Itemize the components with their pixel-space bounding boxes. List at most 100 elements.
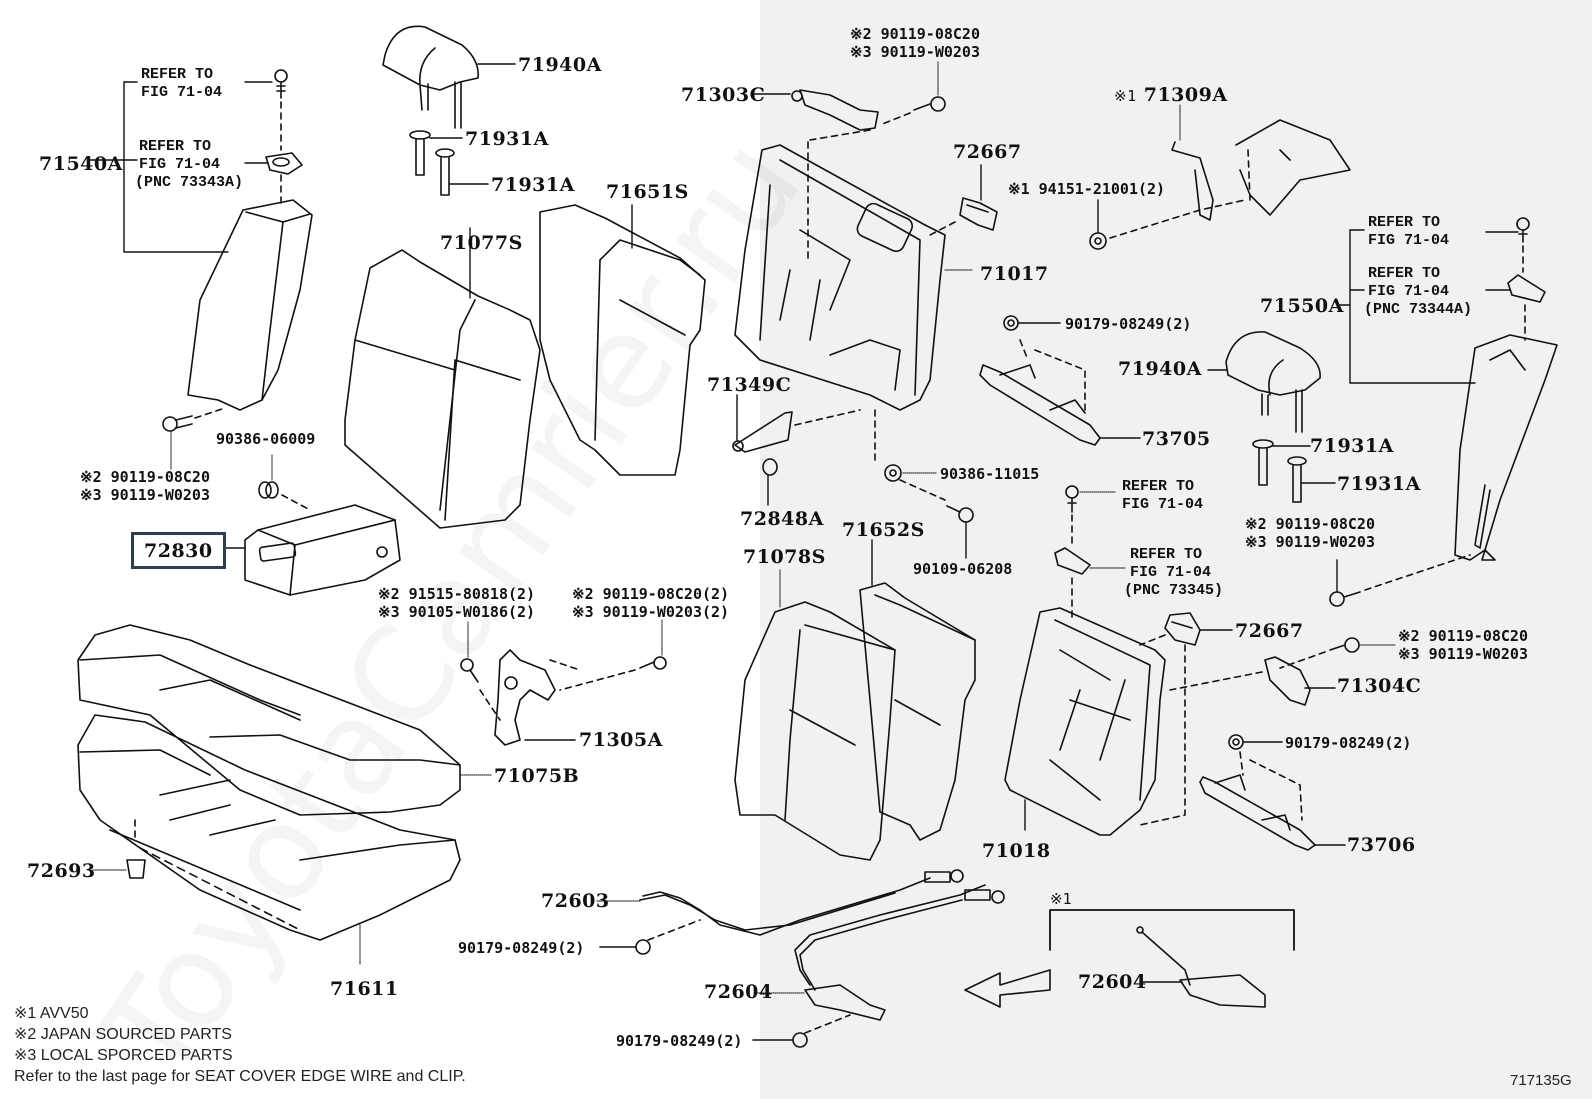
part-label[interactable]: 72667: [1235, 620, 1304, 642]
clip-icon: [126, 859, 146, 879]
reference-line: FIG 71-04: [139, 156, 221, 173]
fastener-label[interactable]: 90109-06208: [913, 560, 1013, 578]
fastener-label[interactable]: ※2 90119-08C20: [1245, 515, 1375, 533]
part-label[interactable]: 71931A: [1337, 473, 1421, 495]
part-label[interactable]: 72667: [953, 141, 1022, 163]
variant-marker: ※1: [1114, 87, 1137, 105]
fastener-label[interactable]: ※3 90119-W0203: [1398, 645, 1528, 663]
part-label[interactable]: 71077S: [440, 232, 523, 254]
part-label[interactable]: 71303C: [681, 84, 766, 106]
part-label[interactable]: 73706: [1347, 834, 1416, 856]
part-label[interactable]: 71940A: [518, 54, 602, 76]
nut-icon: [1003, 315, 1019, 331]
note-line: ※1 AVV50: [14, 1005, 89, 1022]
fastener-label[interactable]: ※3 90119-W0203: [850, 43, 980, 61]
reference-line: REFER TO: [1130, 546, 1203, 563]
part-label[interactable]: 71651S: [606, 181, 689, 203]
highlighted-part-label[interactable]: 72830: [131, 532, 226, 569]
cap-icon: [762, 458, 778, 476]
fastener-label[interactable]: ※1 94151-21001(2): [1008, 180, 1166, 198]
part-label[interactable]: 71075B: [494, 765, 580, 787]
bezel-upper-drawing: [959, 197, 998, 231]
fastener-note: ※2 90119-08C20 ※3 90119-W0203: [850, 25, 980, 61]
part-label[interactable]: 71018: [982, 840, 1051, 862]
cable-alt-drawing: [1136, 926, 1266, 1008]
part-label[interactable]: 71940A: [1118, 358, 1202, 380]
fastener-label[interactable]: 90386-06009: [216, 430, 316, 448]
hook-wire-drawing: [1171, 119, 1351, 221]
fastener-note: ※2 90119-08C20 ※3 90119-W0203: [1245, 515, 1375, 551]
part-label[interactable]: 71078S: [743, 546, 826, 568]
part-label[interactable]: 71349C: [707, 374, 792, 396]
fastener-label[interactable]: 90179-08249(2): [1285, 734, 1412, 752]
cable-right-drawing: [794, 884, 1005, 1021]
fastener-label[interactable]: ※3 90105-W0186(2): [378, 603, 536, 621]
screw-icon: [274, 69, 288, 99]
clip-icon: [1507, 274, 1546, 303]
cushion-pad-drawing: [77, 714, 461, 941]
fastener-note: ※2 90119-08C20(2) ※3 90119-W0203(2): [572, 585, 729, 621]
part-label[interactable]: 71931A: [1310, 435, 1394, 457]
part-label[interactable]: 72693: [27, 860, 96, 882]
reference-line: FIG 71-04: [141, 84, 223, 101]
lock-striker-lower-drawing: [1199, 774, 1316, 851]
hinge-bracket-drawing: [494, 649, 556, 746]
fastener-label[interactable]: ※3 90119-W0203: [80, 486, 210, 504]
fastener-label[interactable]: 90386-11015: [940, 465, 1040, 483]
hinge-cover-drawing: [732, 411, 793, 453]
part-label[interactable]: 71017: [980, 263, 1049, 285]
fastener-label[interactable]: ※2 91515-80818(2): [378, 585, 536, 603]
reference-line: (PNC 73344A): [1364, 301, 1473, 318]
reference-note: REFER TO FIG 71-04: [1368, 214, 1449, 250]
fastener-label[interactable]: 90179-08249(2): [1065, 315, 1192, 333]
seat-back-frame-upper-drawing: [734, 144, 946, 411]
fastener-label[interactable]: ※3 90119-W0203(2): [572, 603, 730, 621]
bolt-icon: [1329, 591, 1361, 607]
part-label[interactable]: 71304C: [1337, 675, 1422, 697]
nut-icon: [884, 464, 902, 482]
part-label-with-prefix[interactable]: ※1 71309A: [1114, 86, 1228, 106]
side-back-left-drawing: [187, 199, 313, 411]
part-label[interactable]: 73705: [1142, 428, 1211, 450]
part-label[interactable]: 72604: [704, 981, 773, 1003]
reference-line: REFER TO: [1368, 265, 1441, 282]
part-label[interactable]: 71931A: [491, 174, 575, 196]
reference-line: FIG 71-04: [1122, 496, 1204, 513]
bolt-icon: [913, 96, 946, 112]
fastener-label[interactable]: ※2 90119-08C20: [80, 468, 210, 486]
reference-line: REFER TO: [1368, 214, 1441, 231]
fastener-label[interactable]: ※2 90119-08C20: [1398, 627, 1528, 645]
cap-icon: [258, 481, 279, 499]
fastener-label[interactable]: ※3 90119-W0203: [1245, 533, 1375, 551]
part-label[interactable]: 72604: [1078, 971, 1147, 993]
part-label[interactable]: 72603: [541, 890, 610, 912]
reference-line: FIG 71-04: [1368, 232, 1450, 249]
back-pad-right-drawing: [859, 582, 976, 841]
part-label[interactable]: 71931A: [465, 128, 549, 150]
arrow-left-icon: [964, 969, 1051, 1008]
variant-marker: ※1: [1050, 890, 1072, 908]
clip-icon: [1054, 547, 1091, 575]
reference-note: REFER TO FIG 71-04: [141, 66, 222, 102]
fastener-label[interactable]: 90179-08249(2): [616, 1032, 743, 1050]
part-label[interactable]: 71611: [330, 978, 399, 1000]
part-label[interactable]: 72848A: [740, 508, 824, 530]
cushion-cover-drawing: [77, 624, 461, 816]
fastener-label[interactable]: ※2 90119-08C20: [850, 25, 980, 43]
note-line: Refer to the last page for SEAT COVER ED…: [14, 1068, 466, 1085]
part-label[interactable]: 71305A: [579, 729, 663, 751]
fastener-label[interactable]: ※2 90119-08C20(2): [572, 585, 730, 603]
part-label[interactable]: 71652S: [842, 519, 925, 541]
fastener-note: ※2 91515-80818(2) ※3 90105-W0186(2): [378, 585, 535, 621]
fastener-note: ※2 90119-08C20 ※3 90119-W0203: [80, 468, 210, 504]
reference-line: FIG 71-04: [1130, 564, 1212, 581]
part-label[interactable]: 71550A: [1260, 295, 1344, 317]
note-line: ※2 JAPAN SOURCED PARTS: [14, 1026, 232, 1043]
armrest-drawing: [244, 504, 401, 596]
fastener-label[interactable]: 90179-08249(2): [458, 939, 585, 957]
part-label[interactable]: 71540A: [39, 153, 123, 175]
back-pad-left-drawing: [539, 204, 706, 476]
note-line: ※3 LOCAL SPORCED PARTS: [14, 1047, 233, 1064]
